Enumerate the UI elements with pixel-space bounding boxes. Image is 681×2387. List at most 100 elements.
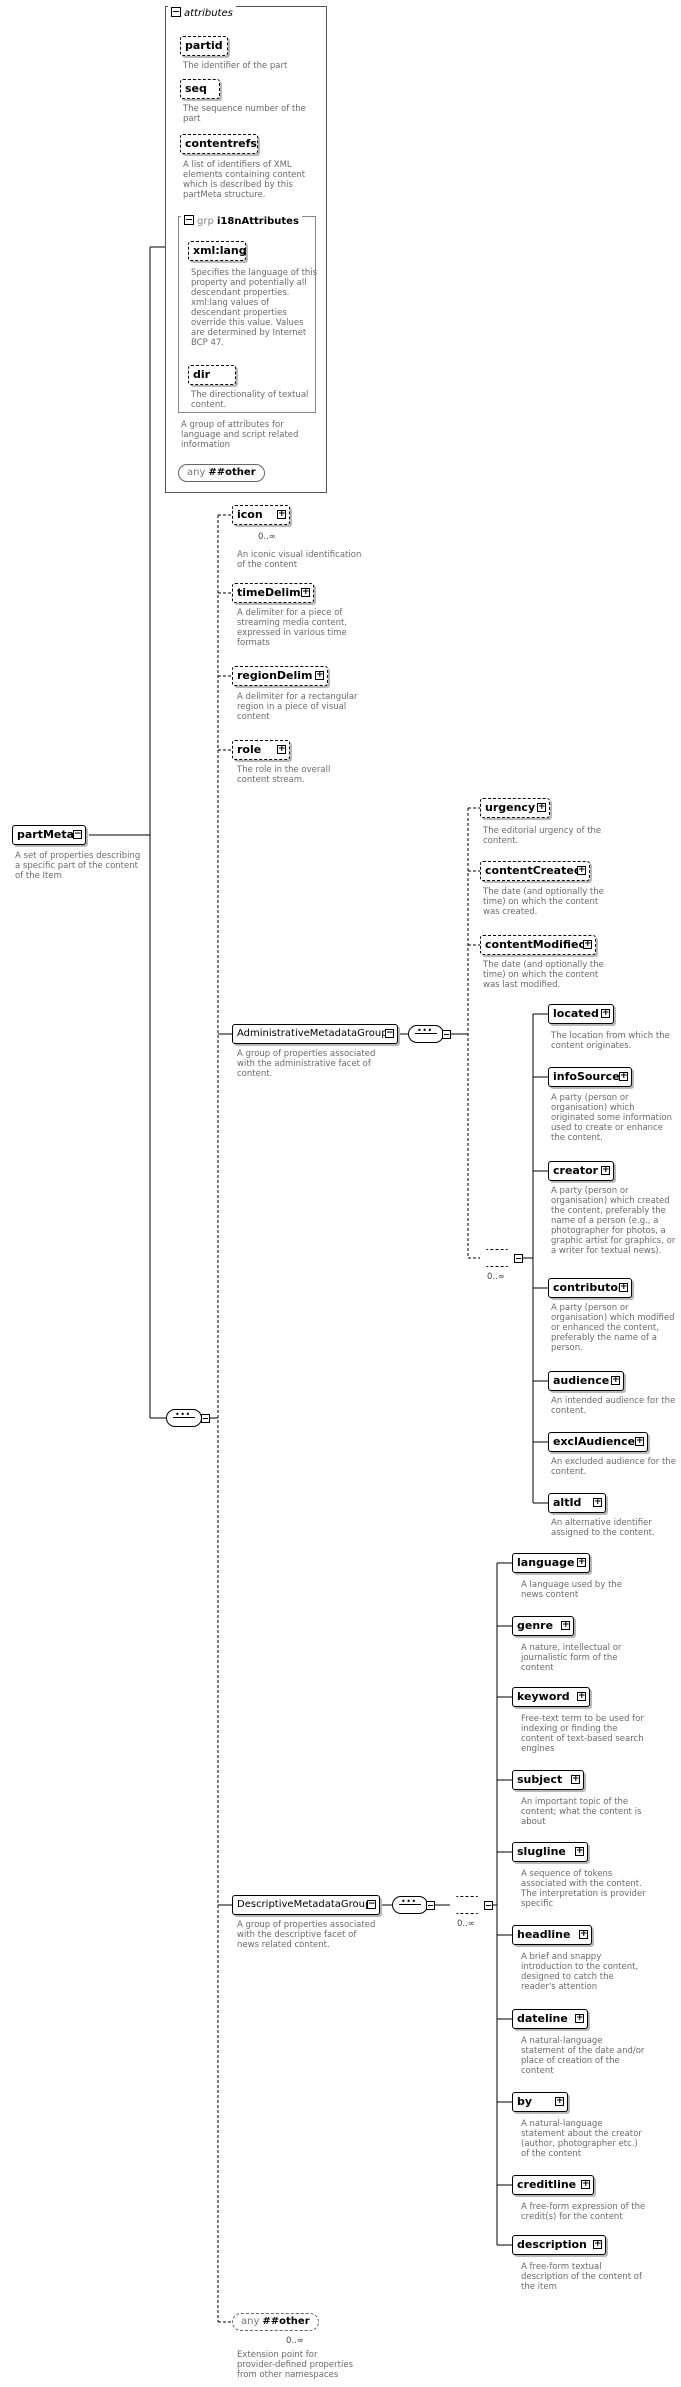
group-administrative-metadata[interactable]: AdministrativeMetadataGroup− — [232, 1024, 398, 1044]
expand-icon[interactable]: − — [73, 829, 82, 839]
any-other-attribute[interactable]: any##other — [178, 464, 265, 482]
root-partmeta[interactable]: partMeta− — [12, 825, 86, 845]
sequence-compositor[interactable] — [166, 1409, 202, 1427]
element-slugline[interactable]: slugline+ — [512, 1842, 591, 1865]
element-creator[interactable]: creator+ — [548, 1161, 614, 1181]
element-genre[interactable]: genre+ — [512, 1616, 577, 1639]
expand-icon[interactable]: + — [579, 1929, 588, 1939]
element-altid[interactable]: altId+ — [548, 1493, 606, 1513]
expand-icon[interactable]: + — [619, 1071, 628, 1081]
expand-icon[interactable]: + — [561, 1620, 570, 1630]
expand-icon[interactable]: + — [619, 1282, 628, 1292]
element-exclaudience[interactable]: exclAudience+ — [548, 1432, 648, 1452]
expand-icon[interactable]: + — [577, 1557, 586, 1567]
any-other-element[interactable]: any##other — [232, 2313, 319, 2331]
collapse-icon[interactable] — [514, 1254, 523, 1263]
attribute-contentrefs-desc: A list of identifiers of XML elements co… — [183, 160, 306, 200]
i18n-group-desc: A group of attributes for language and s… — [181, 420, 299, 450]
element-creditline[interactable]: creditline+ — [512, 2175, 597, 2198]
element-description-desc: A free-form textual description of the c… — [521, 2262, 642, 2292]
element-contributor-desc: A party (person or organisation) which m… — [551, 1303, 675, 1353]
expand-icon[interactable]: + — [277, 509, 286, 519]
collapse-icon[interactable] — [201, 1414, 210, 1423]
element-language-desc: A language used by the news content — [521, 1580, 623, 1600]
collapse-icon[interactable]: − — [367, 1899, 376, 1909]
collapse-icon[interactable] — [171, 7, 181, 17]
element-dateline[interactable]: dateline+ — [512, 2009, 591, 2032]
element-headline-desc: A brief and snappy introduction to the c… — [521, 1952, 639, 1992]
expand-icon[interactable]: + — [301, 587, 310, 597]
expand-icon[interactable]: + — [577, 1691, 586, 1701]
element-creditline-desc: A free-form expression of the credit(s) … — [521, 2202, 646, 2222]
element-timedelim[interactable]: timeDelim+ — [232, 583, 314, 603]
element-timedelim-desc: A delimiter for a piece of streaming med… — [237, 608, 348, 648]
i18n-attributes-header[interactable]: grp i18nAttributes — [181, 214, 302, 227]
attribute-xml-lang[interactable]: xml:lang — [188, 241, 247, 261]
cardinality: 0..∞ — [457, 1919, 475, 1929]
element-keyword[interactable]: keyword+ — [512, 1687, 593, 1710]
expand-icon[interactable]: + — [593, 2239, 602, 2249]
element-contentcreated-desc: The date (and optionally the time) on wh… — [483, 887, 604, 917]
collapse-icon[interactable] — [442, 1030, 451, 1039]
element-by[interactable]: by+ — [512, 2092, 571, 2115]
element-role[interactable]: role+ — [232, 740, 290, 760]
expand-icon[interactable]: + — [277, 744, 286, 754]
collapse-icon[interactable] — [426, 1901, 435, 1910]
cardinality: 0..∞ — [258, 532, 276, 542]
element-icon[interactable]: icon+ — [232, 505, 293, 528]
expand-icon[interactable]: + — [583, 939, 592, 949]
element-creator-desc: A party (person or organisation) which c… — [551, 1186, 676, 1256]
admin-sequence-compositor[interactable] — [408, 1025, 444, 1043]
expand-icon[interactable]: + — [315, 670, 324, 680]
expand-icon[interactable]: + — [537, 802, 546, 812]
element-headline[interactable]: headline+ — [512, 1925, 595, 1948]
expand-icon[interactable]: + — [593, 1497, 602, 1507]
element-contentcreated[interactable]: contentCreated+ — [480, 861, 590, 881]
expand-icon[interactable]: + — [611, 1375, 620, 1385]
collapse-icon[interactable] — [184, 215, 194, 225]
element-audience[interactable]: audience+ — [548, 1371, 624, 1391]
collapse-icon[interactable]: − — [385, 1028, 394, 1038]
expand-icon[interactable]: + — [575, 2013, 584, 2023]
attribute-seq[interactable]: seq — [180, 79, 220, 99]
element-audience-desc: An intended audience for the content. — [551, 1396, 676, 1416]
element-regiondelim-desc: A delimiter for a rectangular region in … — [237, 692, 358, 722]
element-role-desc: The role in the overall content stream. — [237, 765, 331, 785]
element-icon-desc: An iconic visual identification of the c… — [237, 550, 362, 570]
element-genre-desc: A nature, intellectual or journalistic f… — [521, 1643, 622, 1673]
descr-choice-compositor[interactable] — [450, 1896, 484, 1914]
element-urgency-desc: The editorial urgency of the content. — [483, 826, 602, 846]
attribute-seq-desc: The sequence number of the part — [183, 104, 306, 124]
expand-icon[interactable]: + — [555, 2096, 564, 2106]
element-contentmodified[interactable]: contentModified+ — [480, 935, 596, 955]
expand-icon[interactable]: + — [601, 1008, 610, 1018]
element-contributor[interactable]: contributor+ — [548, 1278, 632, 1298]
attributes-header[interactable]: attributes — [168, 6, 236, 19]
element-regiondelim[interactable]: regionDelim+ — [232, 666, 328, 686]
descr-sequence-compositor[interactable] — [392, 1896, 428, 1914]
attribute-dir-desc: The directionality of textual content. — [191, 390, 309, 410]
expand-icon[interactable]: + — [575, 1846, 584, 1856]
attribute-xml-lang-desc: Specifies the language of this property … — [191, 268, 318, 348]
expand-icon[interactable]: + — [571, 1774, 580, 1784]
collapse-icon[interactable] — [484, 1901, 493, 1910]
group-prefix: grp — [197, 216, 214, 227]
element-description[interactable]: description+ — [512, 2235, 609, 2258]
expand-icon[interactable]: + — [635, 1436, 644, 1446]
admin-choice-compositor[interactable] — [480, 1249, 514, 1267]
element-altid-desc: An alternative identifier assigned to th… — [551, 1518, 655, 1538]
root-desc: A set of properties describing a specifi… — [15, 851, 141, 881]
element-located[interactable]: located+ — [548, 1004, 614, 1024]
attribute-dir[interactable]: dir — [188, 365, 236, 385]
expand-icon[interactable]: + — [601, 1165, 610, 1175]
element-subject[interactable]: subject+ — [512, 1770, 587, 1793]
expand-icon[interactable]: + — [581, 2179, 590, 2189]
attribute-contentrefs[interactable]: contentrefs — [180, 134, 258, 154]
element-urgency[interactable]: urgency+ — [480, 798, 550, 818]
attribute-partid-desc: The identifier of the part — [183, 61, 288, 71]
element-infosource[interactable]: infoSource+ — [548, 1067, 632, 1087]
group-descriptive-metadata[interactable]: DescriptiveMetadataGroup− — [232, 1895, 380, 1915]
attribute-partid[interactable]: partid — [180, 36, 228, 56]
element-language[interactable]: language+ — [512, 1553, 593, 1576]
expand-icon[interactable]: + — [577, 865, 586, 875]
